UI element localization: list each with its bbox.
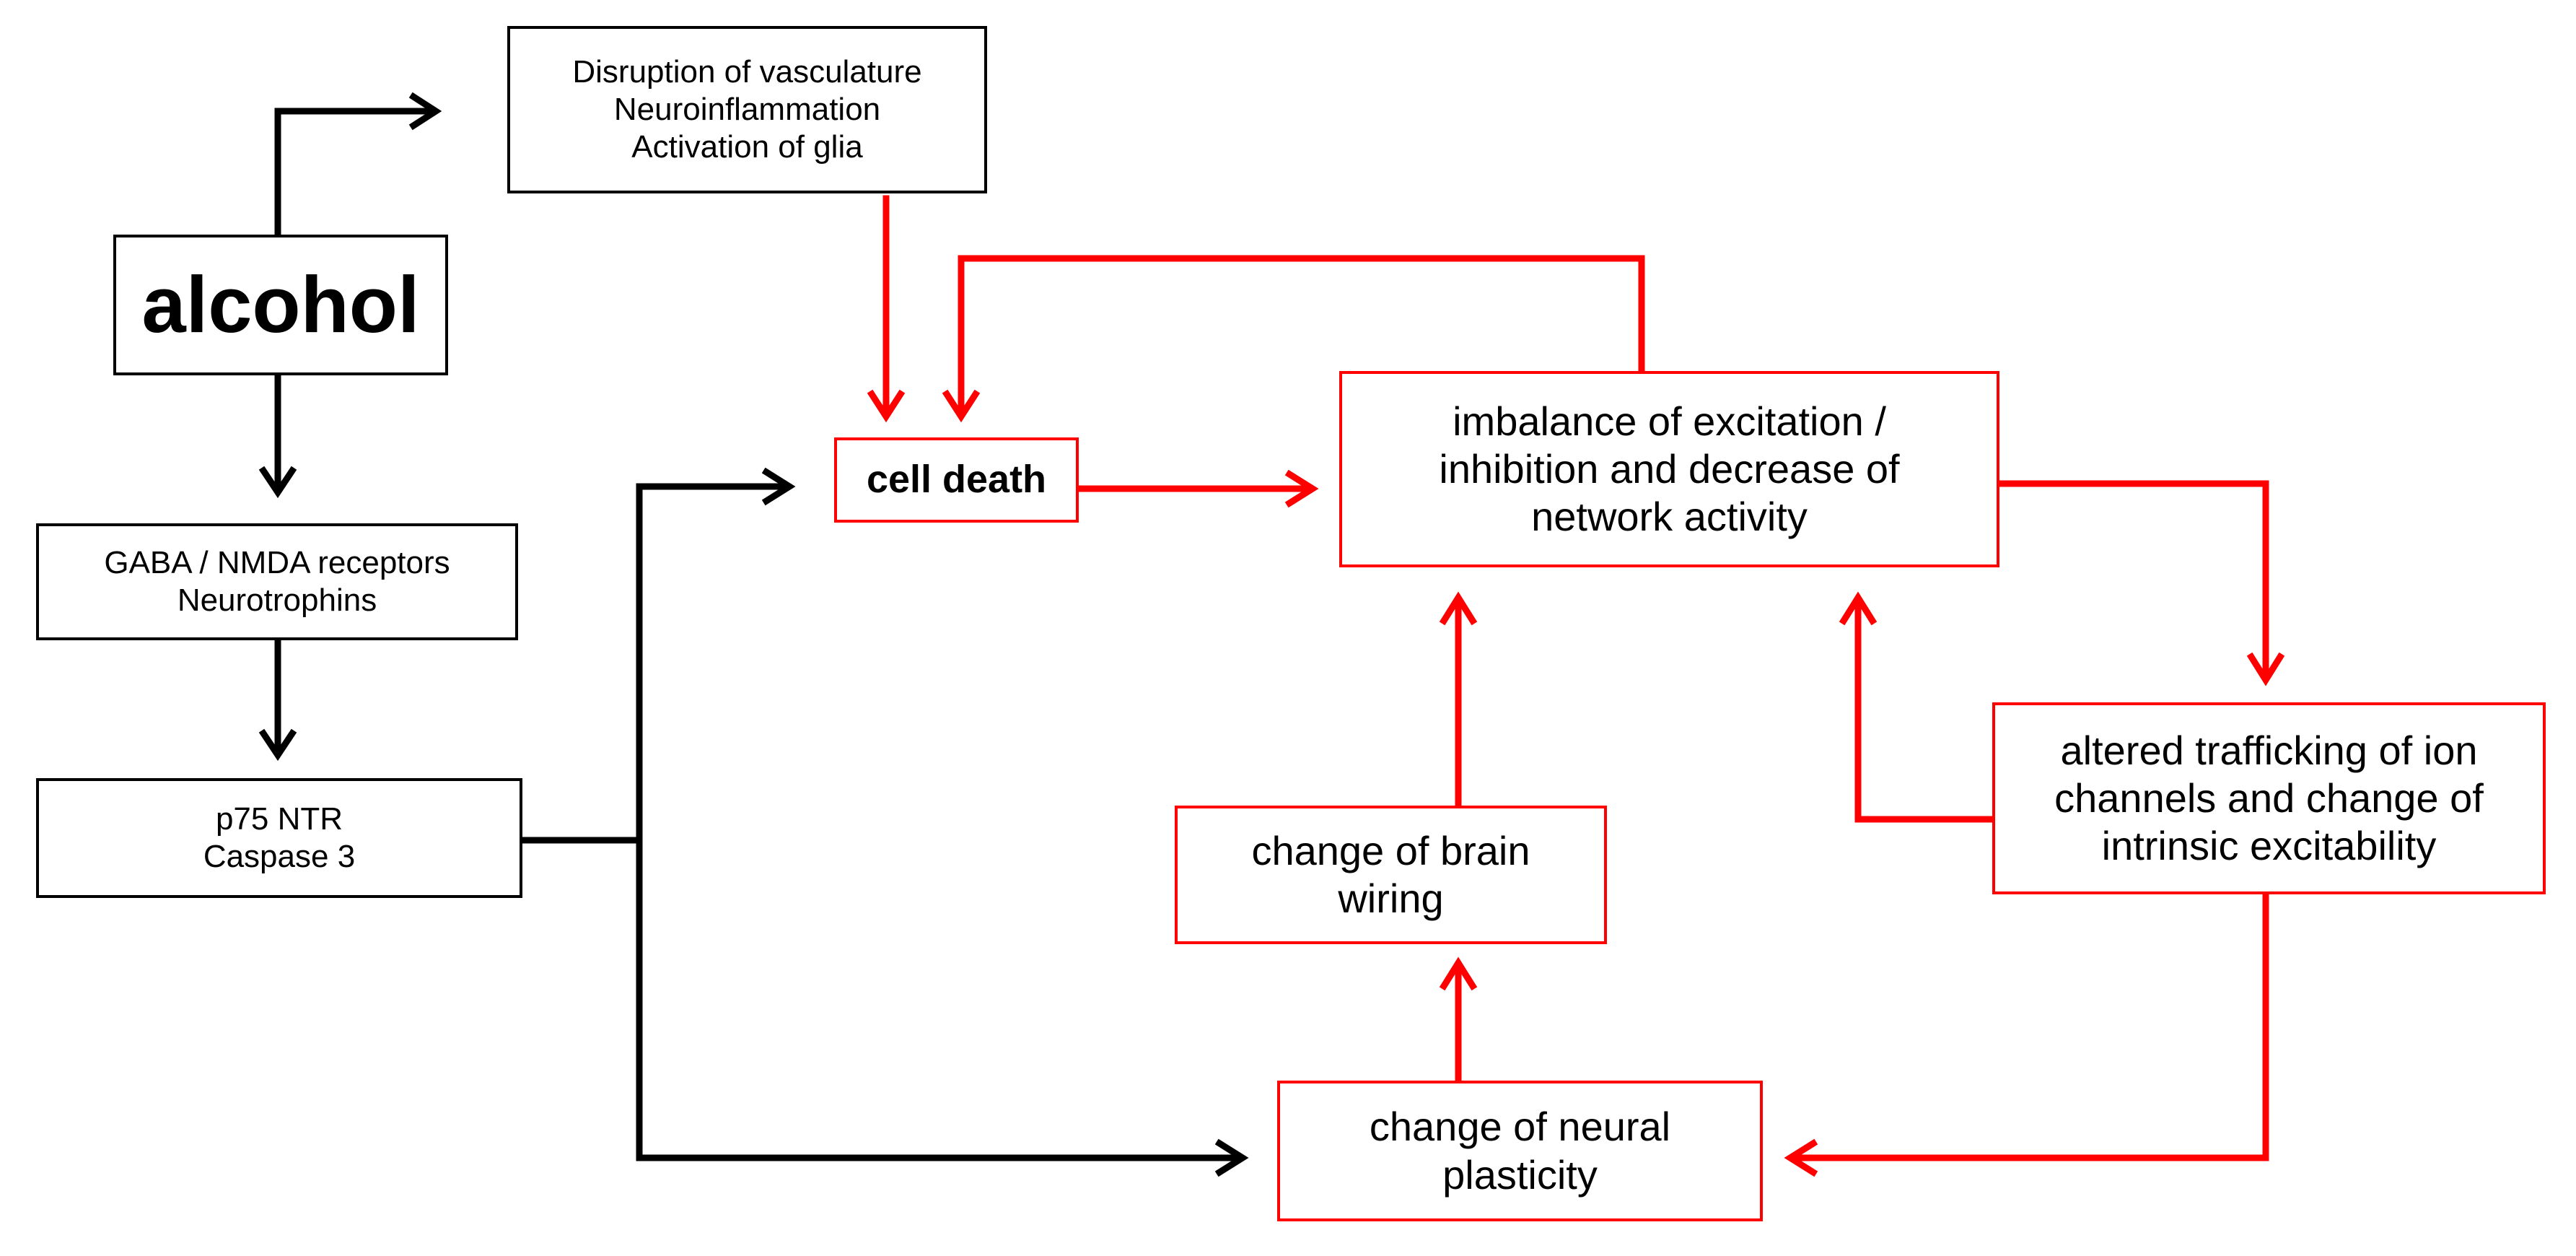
node-wiring-line-1: change of brain	[1251, 827, 1530, 873]
arrowhead-plasticity-to-wiring	[1439, 956, 1478, 991]
node-p75-line-1: p75 NTR	[215, 801, 343, 837]
arrowhead-p75-to-cell-death	[761, 467, 796, 506]
arrowhead-cell-death-to-imbalance	[1284, 469, 1319, 508]
node-imbalance: imbalance of excitation / inhibition and…	[1339, 371, 1999, 567]
node-receptors-line-2: Neurotrophins	[177, 583, 377, 618]
node-trafficking-line-1: altered trafficking of ion	[2060, 727, 2478, 773]
node-alcohol-line-1: alcohol	[141, 260, 420, 349]
arrow-alcohol-to-vasculature	[274, 108, 437, 238]
node-vasculature-line-3: Activation of glia	[631, 128, 863, 165]
node-receptors-line-1: GABA / NMDA receptors	[104, 545, 450, 581]
arrowhead-vasculature-to-cell-death	[867, 389, 906, 423]
node-alcohol: alcohol	[113, 235, 448, 375]
arrowhead-p75-to-plasticity	[1214, 1138, 1249, 1177]
arrow-trafficking-to-imbalance	[1854, 597, 1996, 823]
arrow-imbalance-to-trafficking	[1996, 480, 2269, 681]
node-receptors: GABA / NMDA receptors Neurotrophins	[36, 523, 518, 640]
node-wiring: change of brain wiring	[1175, 806, 1607, 944]
node-cell-death: cell death	[834, 437, 1079, 523]
node-p75-line-2: Caspase 3	[203, 839, 356, 874]
node-plasticity-line-2: plasticity	[1442, 1151, 1598, 1198]
node-plasticity: change of neural plasticity	[1277, 1081, 1763, 1221]
node-imbalance-line-1: imbalance of excitation /	[1453, 398, 1886, 444]
node-vasculature-line-2: Neuroinflammation	[613, 92, 881, 128]
arrowhead-imbalance-to-trafficking	[2246, 652, 2285, 686]
arrowhead-alcohol-to-vasculature	[408, 92, 442, 131]
node-trafficking-line-3: intrinsic excitability	[2101, 823, 2437, 869]
arrow-p75-to-cell-death	[636, 483, 790, 1161]
node-trafficking: altered trafficking of ion channels and …	[1992, 702, 2546, 894]
arrowhead-trafficking-to-plasticity	[1784, 1138, 1818, 1177]
node-imbalance-line-2: inhibition and decrease of	[1439, 445, 1900, 492]
node-trafficking-line-2: channels and change of	[2054, 775, 2484, 821]
node-p75: p75 NTR Caspase 3	[36, 778, 522, 898]
arrow-imbalance-to-cell-death	[958, 255, 1645, 417]
arrowhead-imbalance-to-cell-death	[942, 389, 981, 423]
arrowhead-wiring-to-imbalance	[1439, 591, 1478, 626]
node-vasculature-line-1: Disruption of vasculature	[572, 54, 922, 90]
node-cell-death-line-1: cell death	[866, 458, 1047, 502]
node-imbalance-line-3: network activity	[1531, 494, 1808, 540]
arrowhead-receptors-to-p75	[258, 728, 297, 762]
node-wiring-line-2: wiring	[1338, 876, 1444, 921]
node-plasticity-line-1: change of neural	[1369, 1104, 1671, 1150]
arrow-trafficking-to-plasticity	[1789, 891, 2269, 1161]
arrowhead-trafficking-to-imbalance	[1839, 591, 1878, 626]
node-vasculature: Disruption of vasculature Neuroinflammat…	[507, 26, 987, 193]
arrowhead-alcohol-to-receptors	[258, 466, 297, 499]
